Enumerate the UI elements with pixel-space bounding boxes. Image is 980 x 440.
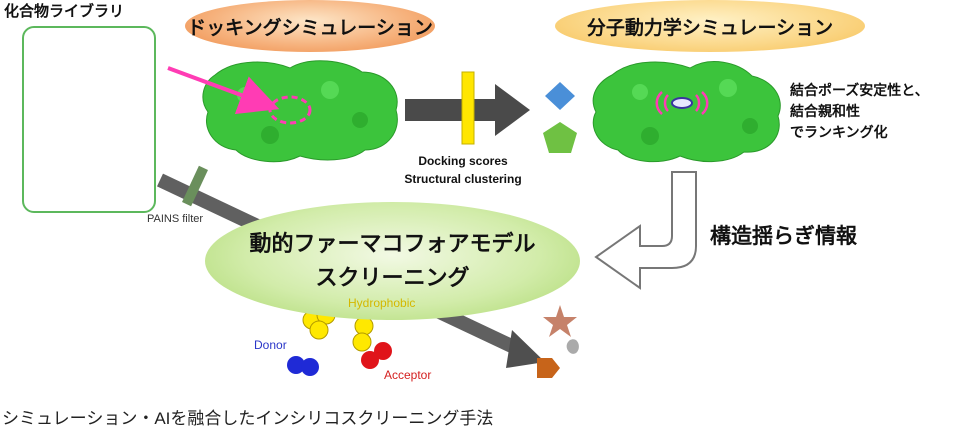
blue-diamond-ligand xyxy=(545,82,575,110)
docking-output-text: Docking scores Structural clustering xyxy=(398,152,528,188)
docking-title: ドッキングシミュレーション xyxy=(185,0,435,52)
fluctuation-return-arrow xyxy=(594,171,697,290)
pains-filter-label: PAINS filter xyxy=(147,213,204,225)
figure-caption: シミュレーション・AIを融合したインシリコスクリーニング手法 xyxy=(2,409,494,428)
md-result-line2: 結合親和性 xyxy=(790,103,860,119)
docking-protein xyxy=(202,60,398,163)
bound-ligand xyxy=(671,97,693,109)
md-protein xyxy=(592,61,781,163)
structural-clustering-label: Structural clustering xyxy=(404,172,522,186)
md-result-line3: でランキング化 xyxy=(790,124,888,140)
ligand-insert-arrow xyxy=(167,66,280,115)
pains-filter-bar xyxy=(182,165,208,207)
hit-star xyxy=(543,305,577,337)
docking-to-md-arrow xyxy=(405,71,530,145)
green-pentagon-ligand xyxy=(543,122,577,153)
md-result-line1: 結合ポーズ安定性と、 xyxy=(790,82,929,98)
hit-grey-shape xyxy=(566,339,579,354)
pharmacophore-line2: スクリーニング xyxy=(315,265,470,290)
pharmacophore-line1: 動的ファーマコフォアモデル xyxy=(249,231,536,256)
pharmacophore-features xyxy=(287,305,392,376)
md-result-text: 結合ポーズ安定性と、 結合親和性 でランキング化 xyxy=(790,80,929,143)
donor-label: Donor xyxy=(254,338,287,352)
acceptor-label: Acceptor xyxy=(384,368,432,382)
pharmacophore-oval: 動的ファーマコフォアモデル スクリーニング xyxy=(205,202,580,320)
docking-filter-bar xyxy=(461,71,475,145)
vibration-mark-right xyxy=(701,91,709,115)
vibration-mark-left xyxy=(655,91,663,115)
hydrophobic-label: Hydrophobic xyxy=(348,296,416,310)
hit-orange-shape xyxy=(537,358,560,378)
md-title: 分子動力学シミュレーション xyxy=(555,0,865,52)
compound-library-box xyxy=(22,26,156,213)
docking-scores-label: Docking scores xyxy=(418,154,508,168)
fluctuation-label: 構造揺らぎ情報 xyxy=(710,225,857,248)
library-label: 化合物ライブラリ xyxy=(0,0,129,21)
